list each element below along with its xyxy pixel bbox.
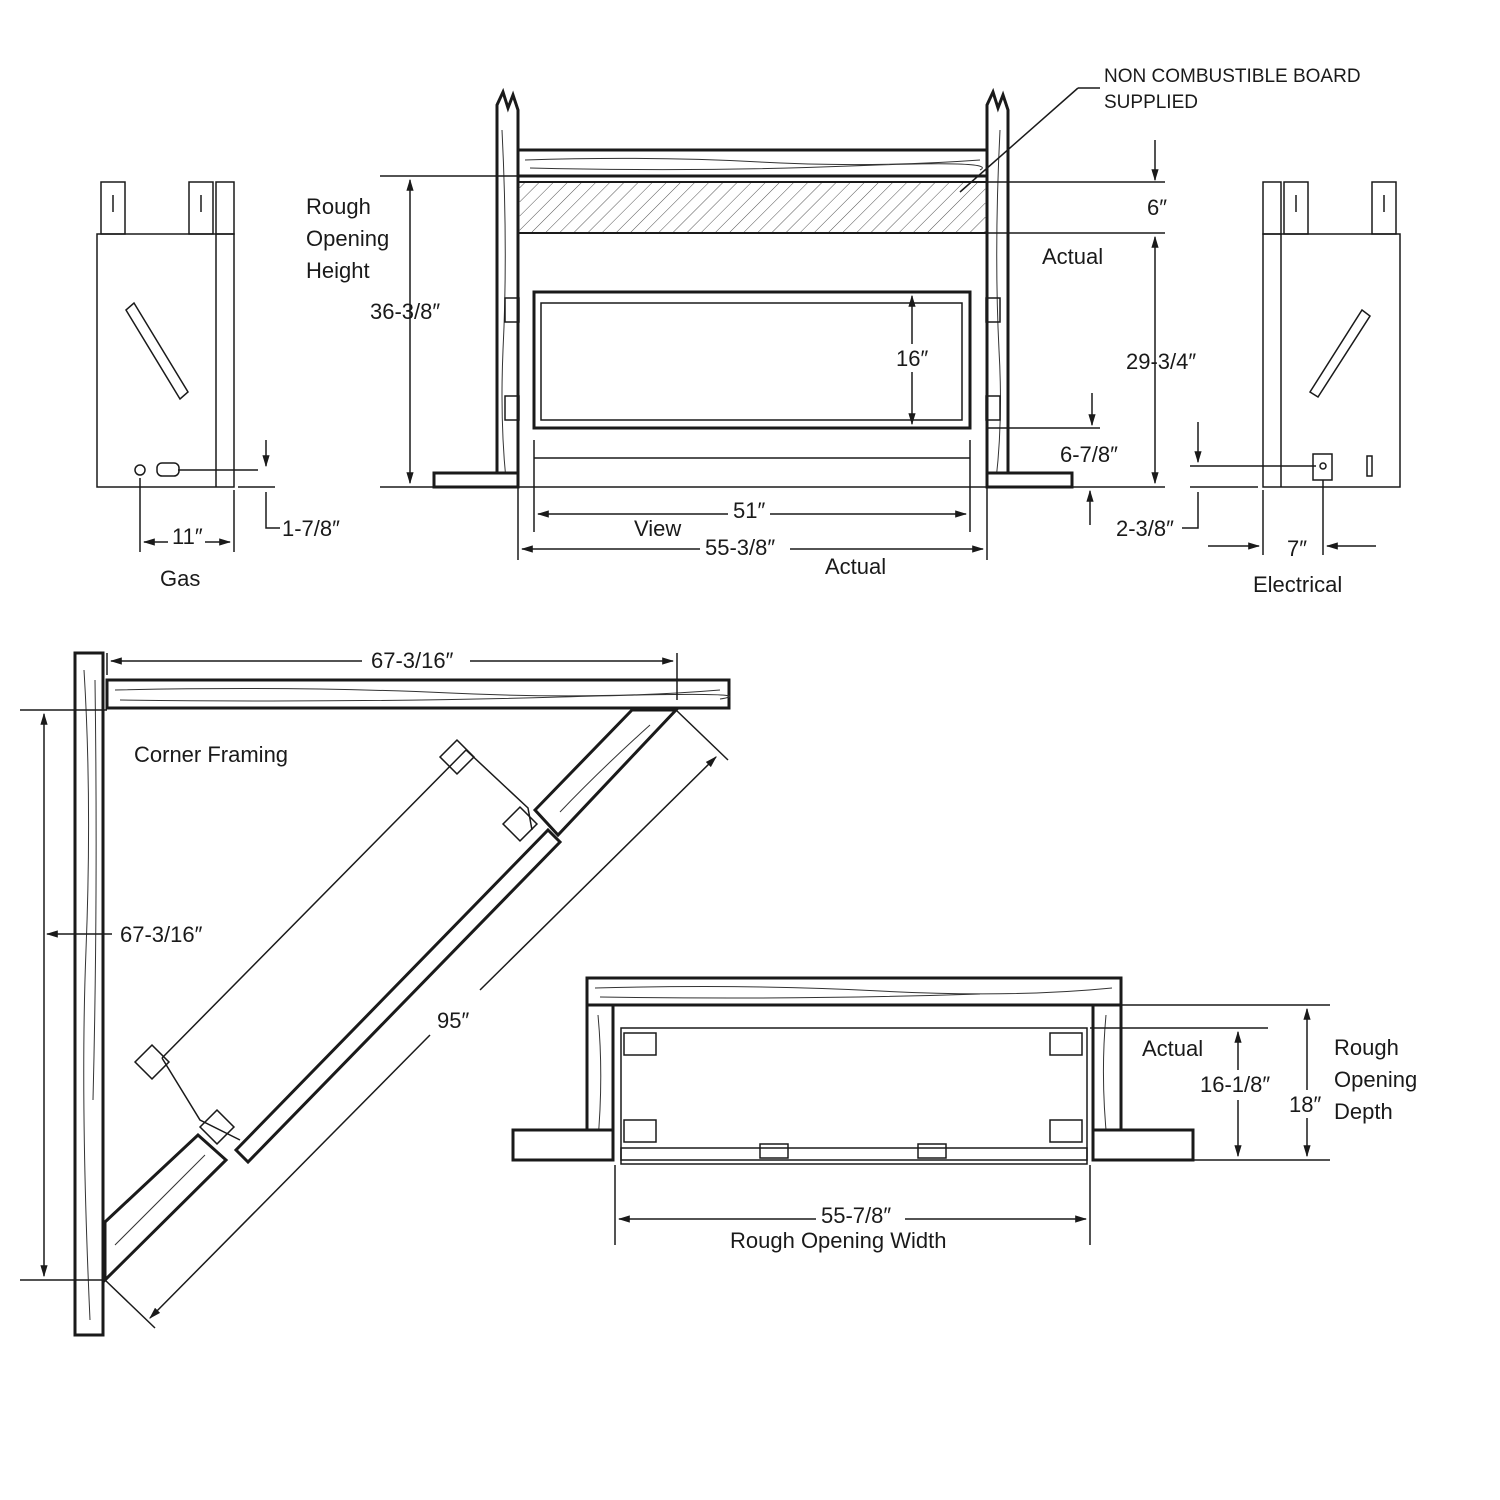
plan-rough-width-label: Rough Opening Width — [730, 1228, 946, 1253]
plan-top-board — [585, 976, 1123, 1007]
rough-depth-label-2: Opening — [1334, 1067, 1417, 1092]
electrical-width-dim: 7″ — [1287, 536, 1307, 561]
actual-height-dim: 29-3/4″ — [1126, 349, 1196, 374]
rough-depth-label-3: Depth — [1334, 1099, 1393, 1124]
actual-width-dim: 55-3/8″ — [705, 535, 775, 560]
left-sill — [432, 471, 520, 489]
gas-height-dim: 1-7/8″ — [282, 516, 340, 541]
gas-side-view: 11″ 1-7/8″ Gas — [96, 181, 340, 591]
rough-height-label-1: Rough — [306, 194, 371, 219]
electrical-box-icon — [1312, 453, 1333, 481]
plan-fireplace-unit — [620, 1027, 1088, 1165]
corner-side-dim: 67-3/16″ — [120, 922, 203, 947]
rough-height-label-2: Opening — [306, 226, 389, 251]
right-stud — [985, 87, 1010, 489]
plan-view: Actual 16-1/8″ 18″ Rough Opening Depth 5… — [511, 976, 1417, 1253]
gas-inlet-icon — [134, 464, 146, 476]
rough-depth-label-1: Rough — [1334, 1035, 1399, 1060]
diagonal-fireplace-unit — [133, 738, 563, 1165]
corner-diagonal-dim: 95″ — [437, 1008, 469, 1033]
corner-framing-title: Corner Framing — [134, 742, 288, 767]
board-height-dim: 6″ — [1147, 195, 1167, 220]
header-board — [516, 148, 989, 178]
bottom-offset-dim: 6-7/8″ — [1060, 442, 1118, 467]
actual-width-label: Actual — [825, 554, 886, 579]
non-combustible-board — [517, 181, 988, 234]
viewing-window-inner — [540, 302, 963, 421]
plan-actual-depth-dim: 16-1/8″ — [1200, 1072, 1270, 1097]
gas-label: Gas — [160, 566, 200, 591]
view-width-dim: 51″ — [733, 498, 765, 523]
electrical-label: Electrical — [1253, 572, 1342, 597]
corner-top-dim: 67-3/16″ — [371, 648, 454, 673]
electrical-side-view: 7″ Electrical — [1182, 181, 1401, 597]
view-height-dim: 16″ — [896, 346, 928, 371]
left-stud — [495, 87, 520, 489]
board-note-line2: SUPPLIED — [1104, 92, 1198, 113]
corner-vertical-stud — [73, 651, 105, 1337]
board-note-line1: NON COMBUSTIBLE BOARD — [1104, 66, 1361, 87]
corner-framing-view: 67-3/16″ Corner Framing 67-3/16″ 95″ — [20, 648, 731, 1337]
rough-height-dim: 36-3/8″ — [370, 299, 440, 324]
plan-rough-width-dim: 55-7/8″ — [821, 1203, 891, 1228]
plan-rough-depth-dim: 18″ — [1289, 1092, 1321, 1117]
lower-diagonal-board — [103, 1132, 229, 1284]
right-sill — [985, 471, 1074, 489]
plan-right-sill — [1091, 1128, 1195, 1162]
rough-height-label-3: Height — [306, 258, 370, 283]
upper-diagonal-board — [532, 708, 680, 838]
front-view: NON COMBUSTIBLE BOARD SUPPLIED Rough Ope… — [306, 66, 1361, 579]
view-label: View — [634, 516, 681, 541]
corner-horizontal-board — [105, 678, 731, 710]
mounting-brackets — [504, 297, 1001, 421]
viewing-window-outer — [532, 290, 972, 430]
plan-actual-label: Actual — [1142, 1036, 1203, 1061]
plan-left-sill — [511, 1128, 615, 1162]
sill-offset-dim: 2-3/8″ — [1116, 516, 1174, 541]
fireplace-body — [517, 232, 988, 488]
gas-width-dim: 11″ — [172, 524, 203, 549]
actual-label: Actual — [1042, 244, 1103, 269]
